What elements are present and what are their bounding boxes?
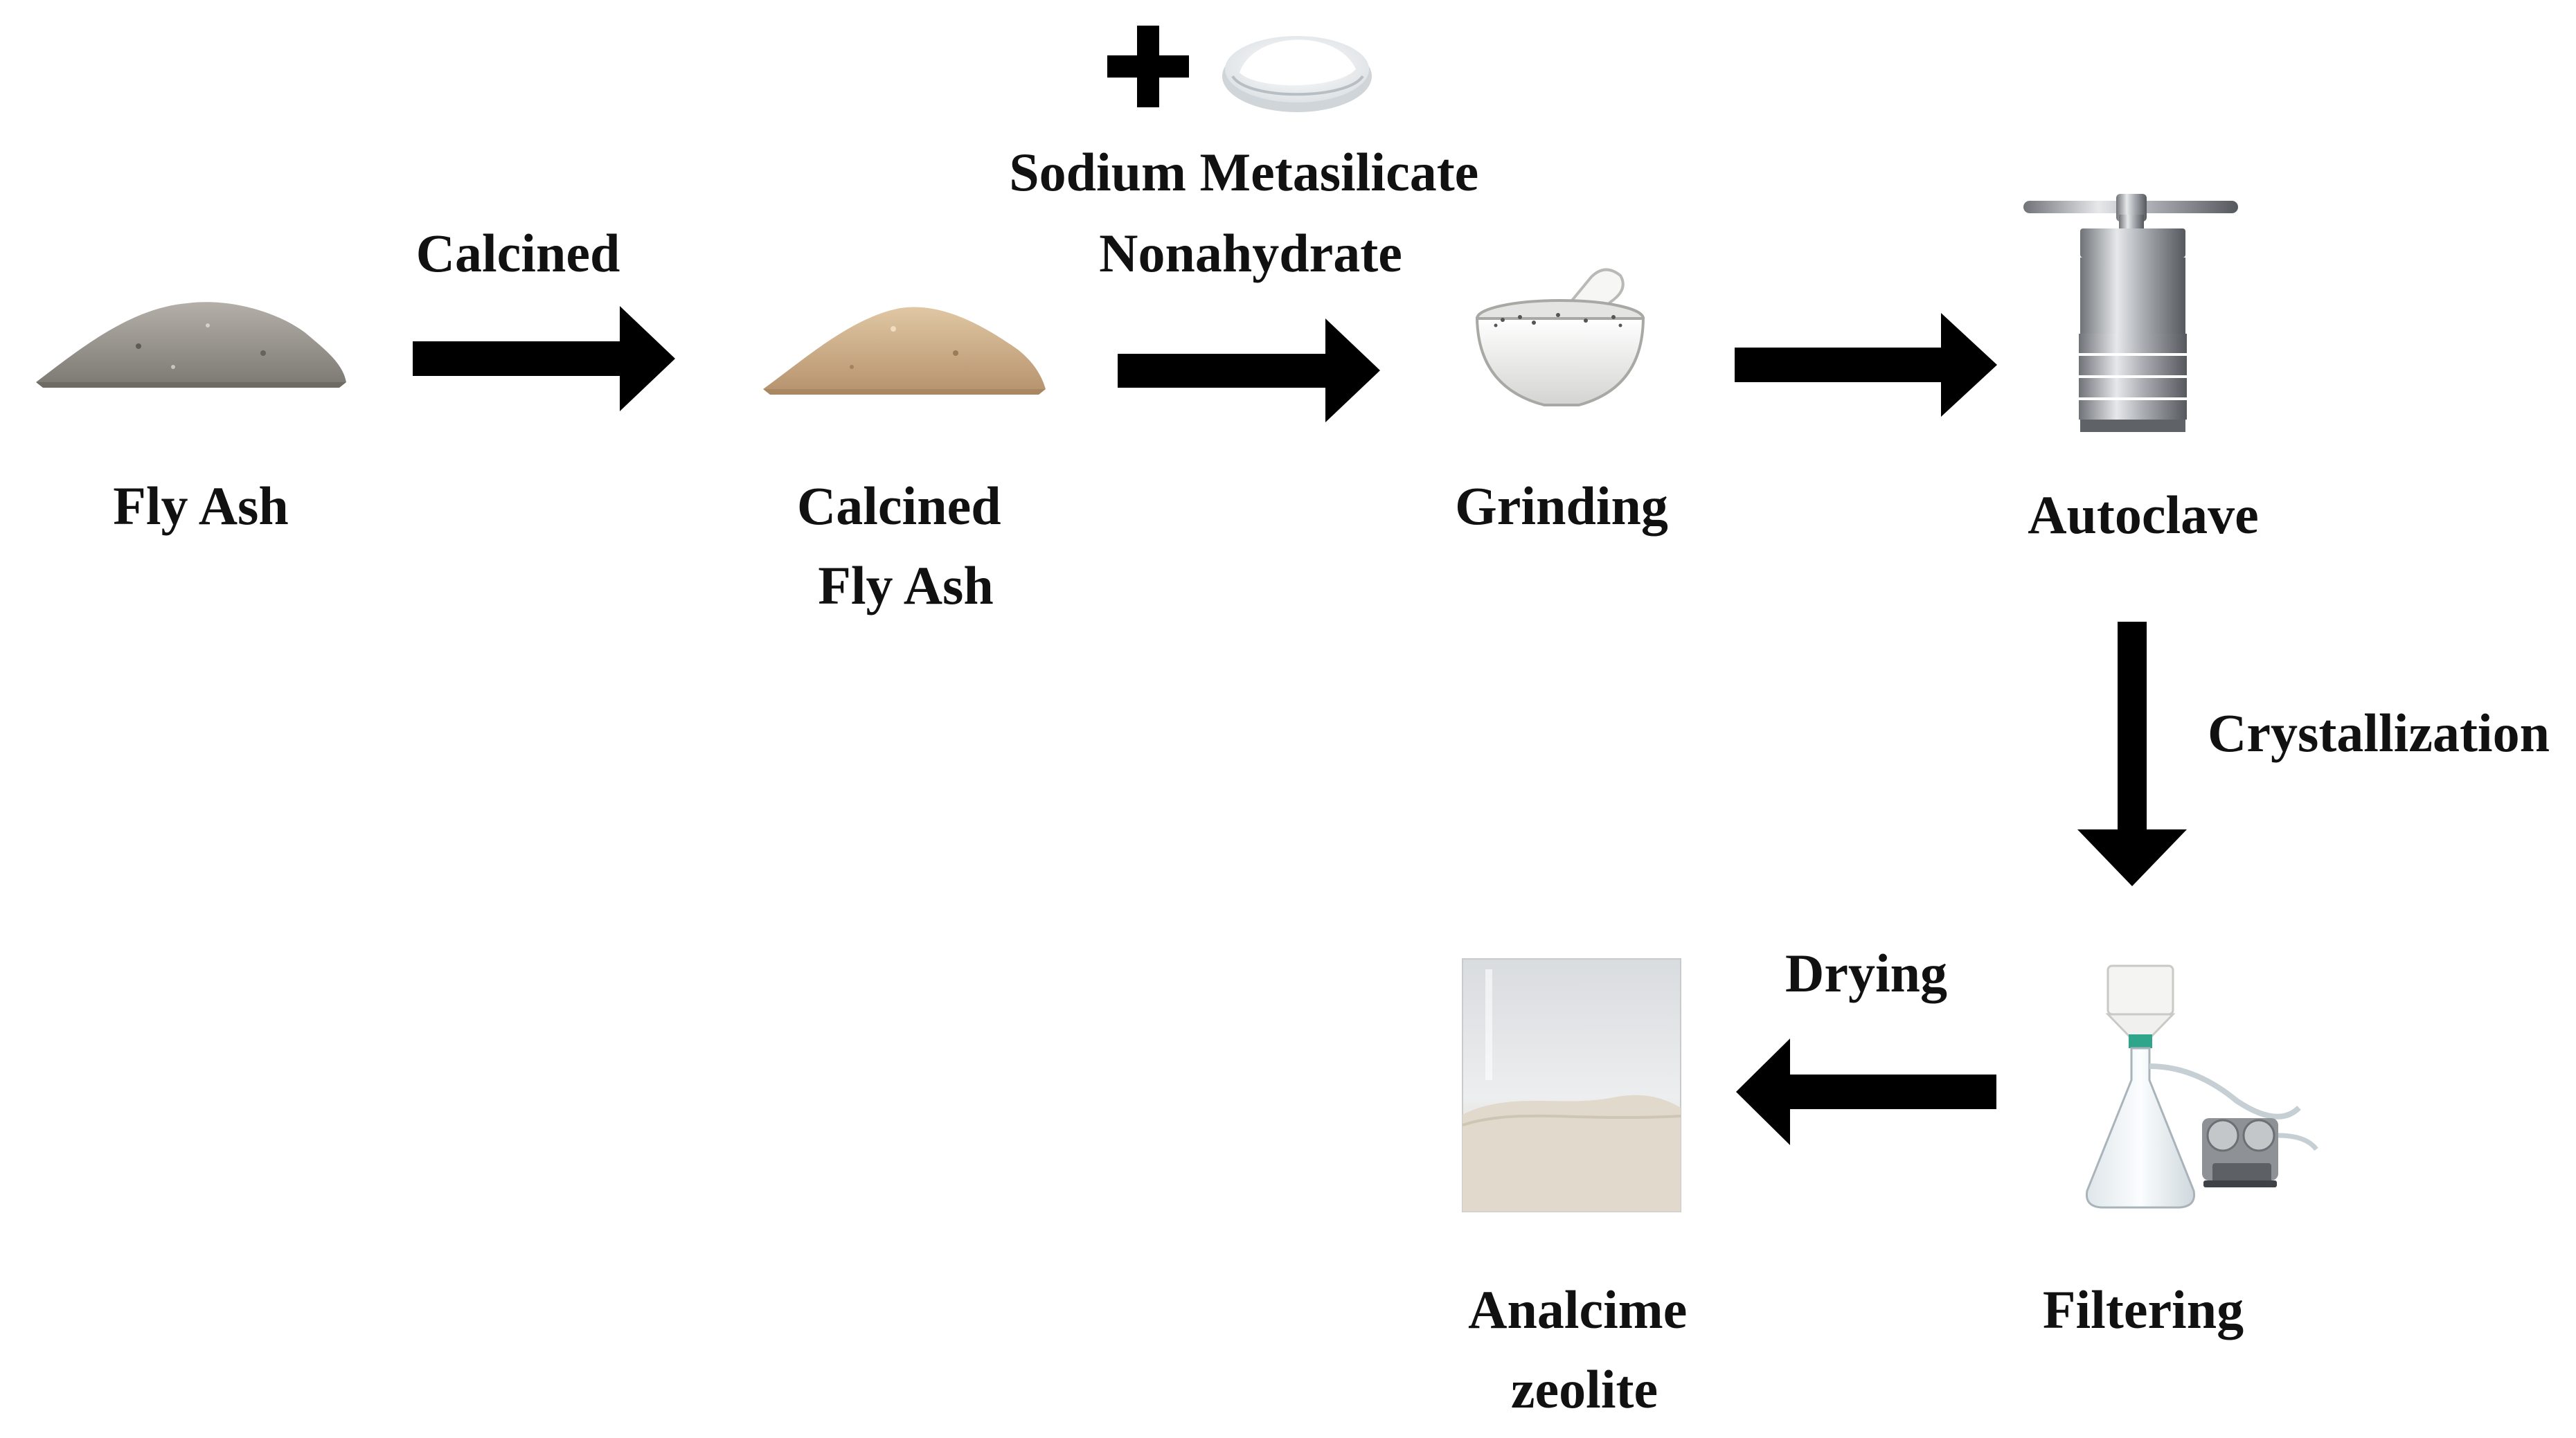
edge-label-drying: Drying — [1785, 943, 1947, 1003]
additive-label: Sodium Metasilicate Nonahydrate — [1009, 142, 1492, 283]
arrow-to-grinding — [1118, 318, 1380, 422]
grinding-label: Grinding — [1455, 476, 1668, 536]
mortar-and-pestle-icon — [1475, 268, 1645, 406]
calcined-fly-ash-label: Calcined Fly Ash — [797, 476, 1014, 615]
analcime-zeolite-label: Analcime zeolite — [1468, 1279, 1701, 1419]
plus-icon — [1107, 26, 1189, 107]
autoclave-label: Autoclave — [2028, 485, 2259, 545]
arrow-drying — [1736, 1039, 1996, 1145]
powder-dish-icon — [1222, 36, 1372, 112]
arrow-calcined — [413, 306, 675, 411]
filtering-apparatus-icon — [2085, 964, 2318, 1209]
calcined-fly-ash-pile-icon — [763, 307, 1046, 395]
fly-ash-pile-icon — [36, 302, 346, 388]
fly-ash-label: Fly Ash — [113, 476, 289, 536]
autoclave-icon — [2023, 194, 2238, 432]
edge-label-crystallization: Crystallization — [2208, 703, 2550, 763]
arrow-crystallization — [2077, 622, 2187, 886]
arrow-to-autoclave — [1735, 313, 1997, 417]
zeolite-sample-bag-icon — [1462, 958, 1681, 1212]
filtering-label: Filtering — [2043, 1279, 2244, 1340]
edge-label-calcined: Calcined — [416, 223, 620, 283]
